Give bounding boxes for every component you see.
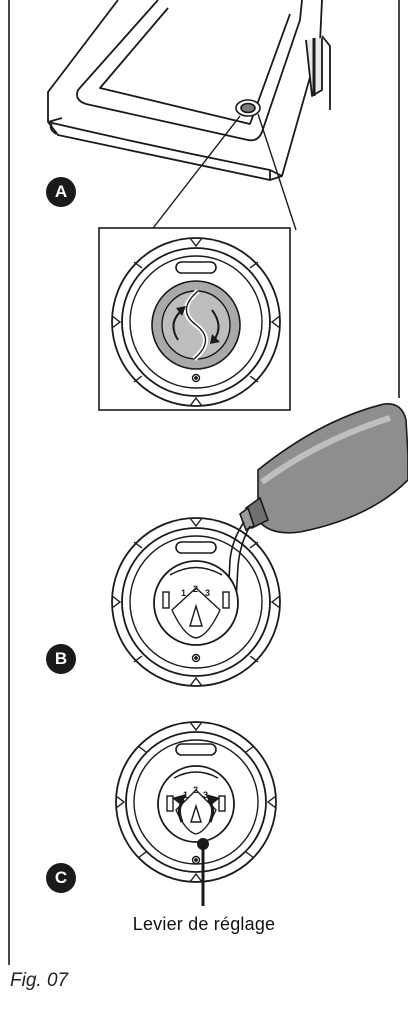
dispenser-dial-open — [111, 517, 281, 687]
dispenser-dial-closed — [111, 237, 281, 407]
door-dispenser-cap — [235, 99, 261, 117]
dial-number-1-b: 1 — [181, 588, 186, 598]
dial-number-3-c: 3 — [203, 790, 208, 800]
step-badge-c: C — [46, 863, 76, 893]
dispenser-dial-adjust — [115, 721, 277, 883]
rinse-aid-bottle — [239, 403, 408, 534]
lever-label: Levier de réglage — [132, 914, 276, 934]
dial-numbers-c: 1 2 3 — [183, 785, 208, 800]
dishwasher-door-illustration — [47, 0, 331, 181]
figure-label: Fig. 07 — [10, 970, 69, 991]
callout-line-left — [149, 115, 241, 233]
dial-number-2-c: 2 — [193, 785, 198, 795]
step-badge-a: A — [46, 177, 76, 207]
step-badge-b: B — [46, 644, 76, 674]
dial-number-1-c: 1 — [183, 790, 188, 800]
rinse-aid-stream — [227, 521, 245, 601]
dial-numbers-b: 1 2 3 — [181, 584, 210, 598]
dial-number-2-b: 2 — [193, 584, 198, 594]
dial-number-3-b: 3 — [205, 588, 210, 598]
rinse-aid-stream-2 — [235, 525, 251, 601]
callout-line-right — [257, 113, 297, 231]
